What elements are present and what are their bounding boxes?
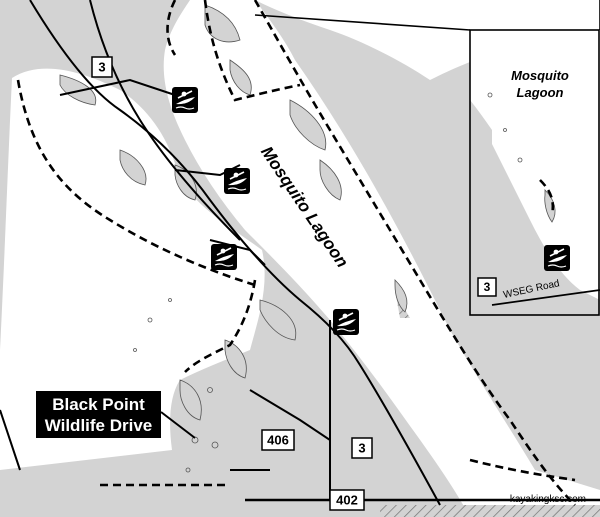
boundary-lines xyxy=(16,0,576,506)
inset-lagoon-label-line2: Lagoon xyxy=(517,85,564,100)
inset-map-land-west xyxy=(470,100,492,315)
svg-text:3: 3 xyxy=(484,280,491,294)
kayak-icon xyxy=(543,244,571,272)
route-shield-406: 406 xyxy=(261,429,295,451)
svg-text:3: 3 xyxy=(98,60,105,75)
kayak-icon xyxy=(210,243,238,271)
inset-map-land xyxy=(470,30,600,315)
route-shield-402: 402 xyxy=(329,489,365,511)
mosquito-lagoon-water xyxy=(163,0,600,517)
inset-frame xyxy=(254,0,600,316)
svg-text:402: 402 xyxy=(336,493,358,508)
svg-text:3: 3 xyxy=(358,441,365,456)
kayak-icon xyxy=(223,167,251,195)
route-shield-3-inset: 3 xyxy=(477,277,497,297)
hatched-area xyxy=(380,505,600,517)
roads xyxy=(0,0,600,506)
black-point-wildlife-drive-callout: Black Point Wildlife Drive xyxy=(36,391,161,438)
hatched-area-small xyxy=(395,290,410,318)
kayak-icon xyxy=(332,308,360,336)
western-lagoon-water xyxy=(0,68,265,470)
callout-pointer xyxy=(160,411,196,439)
callout-line1: Black Point xyxy=(52,395,145,414)
svg-text:406: 406 xyxy=(267,433,289,448)
watermark: kayakingksc.com xyxy=(509,494,586,505)
kayak-icon xyxy=(171,86,199,114)
northern-lagoon-water xyxy=(255,0,600,80)
island-specks xyxy=(133,92,523,473)
route-shield-3-south: 3 xyxy=(351,437,373,459)
callout-line2: Wildlife Drive xyxy=(44,416,153,435)
route-shield-3-north: 3 xyxy=(91,56,113,78)
inset-lagoon-label-line1: Mosquito xyxy=(511,68,569,83)
